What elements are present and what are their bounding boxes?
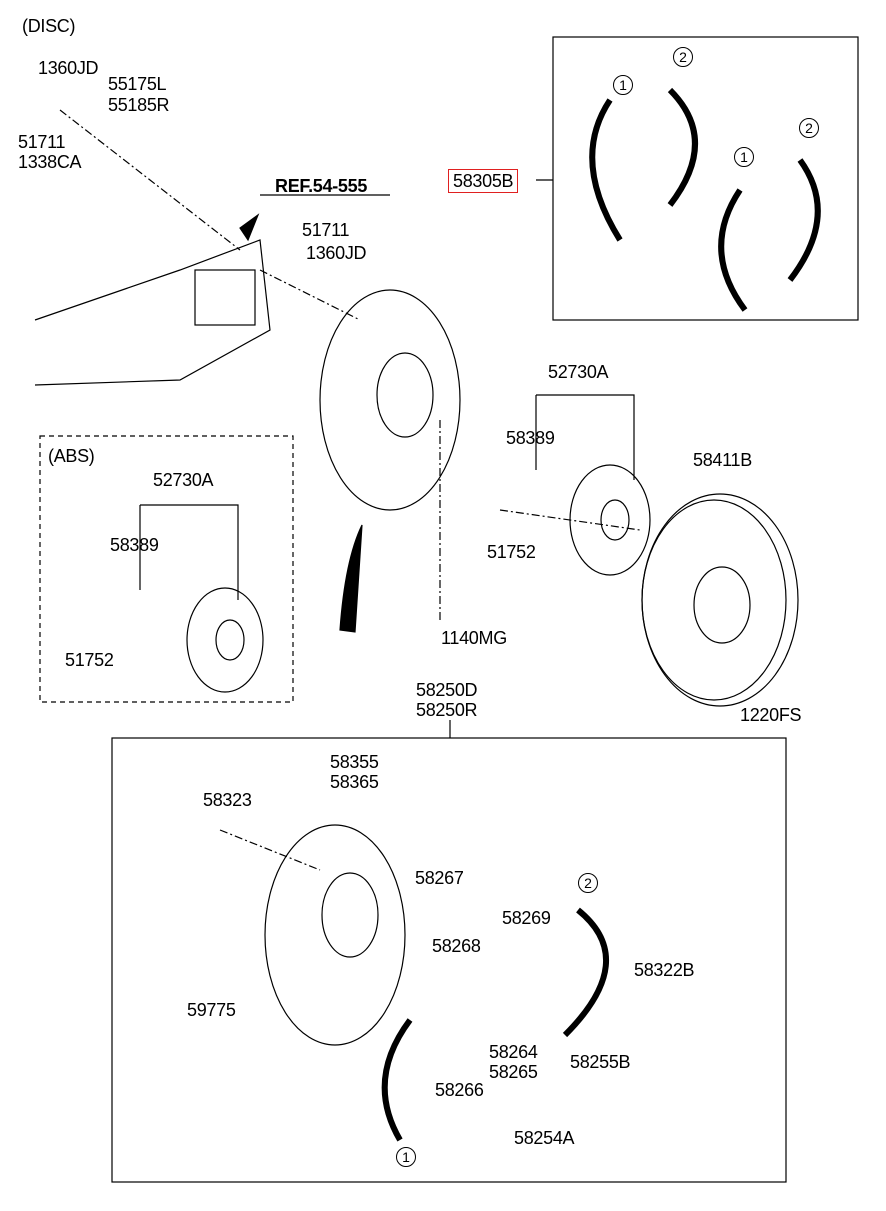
hub-drawing [569, 464, 651, 576]
part-label: 58267 [415, 868, 464, 888]
part-label: 51752 [65, 650, 114, 670]
part-label: 58268 [432, 936, 481, 956]
highlighted-part-label[interactable]: 58305B [448, 169, 519, 193]
part-label: 55185R [108, 95, 170, 115]
callout-number: 1 [613, 75, 633, 95]
part-label: 59775 [187, 1000, 236, 1020]
abs-hub-drawing [186, 587, 264, 693]
part-label: 51711 [18, 132, 66, 152]
part-label: 1220FS [740, 705, 802, 725]
part-label: 52730A [548, 362, 609, 382]
shoe-kit-box [552, 36, 859, 321]
part-label: 58250R [416, 700, 478, 720]
part-label: 58323 [203, 790, 252, 810]
part-label: 51711 [302, 220, 350, 240]
callout-number: 1 [396, 1147, 416, 1167]
backing-plate-drawing [319, 289, 461, 511]
backing-plate-drawing-2 [264, 824, 406, 1046]
part-label: 58411B [693, 450, 752, 470]
part-label: 58365 [330, 772, 379, 792]
part-label: 1338CA [18, 152, 82, 172]
brake-assy-box [111, 737, 787, 1183]
callout-number: 2 [673, 47, 693, 67]
part-label: 1360JD [306, 243, 367, 263]
part-label: 58254A [514, 1128, 575, 1148]
part-label: 1360JD [38, 58, 99, 78]
part-label: 1140MG [441, 628, 507, 648]
part-label: 52730A [153, 470, 214, 490]
section-disc-label: (DISC) [22, 16, 76, 36]
part-label: 55175L [108, 74, 167, 94]
part-label: 58266 [435, 1080, 484, 1100]
part-label: 58264 [489, 1042, 538, 1062]
callout-number: 2 [578, 873, 598, 893]
section-abs-label: (ABS) [48, 446, 95, 466]
part-label: 58250D [416, 680, 478, 700]
abs-box [39, 435, 294, 703]
part-label: 58269 [502, 908, 551, 928]
part-label: 51752 [487, 542, 536, 562]
part-label: 58255B [570, 1052, 631, 1072]
part-label: 58389 [110, 535, 159, 555]
part-label: 58355 [330, 752, 379, 772]
reference-label[interactable]: REF.54-555 [275, 176, 368, 196]
part-label: 58265 [489, 1062, 538, 1082]
callout-number: 2 [799, 118, 819, 138]
callout-number: 1 [734, 147, 754, 167]
part-label: 58389 [506, 428, 555, 448]
part-label: 58322B [634, 960, 695, 980]
